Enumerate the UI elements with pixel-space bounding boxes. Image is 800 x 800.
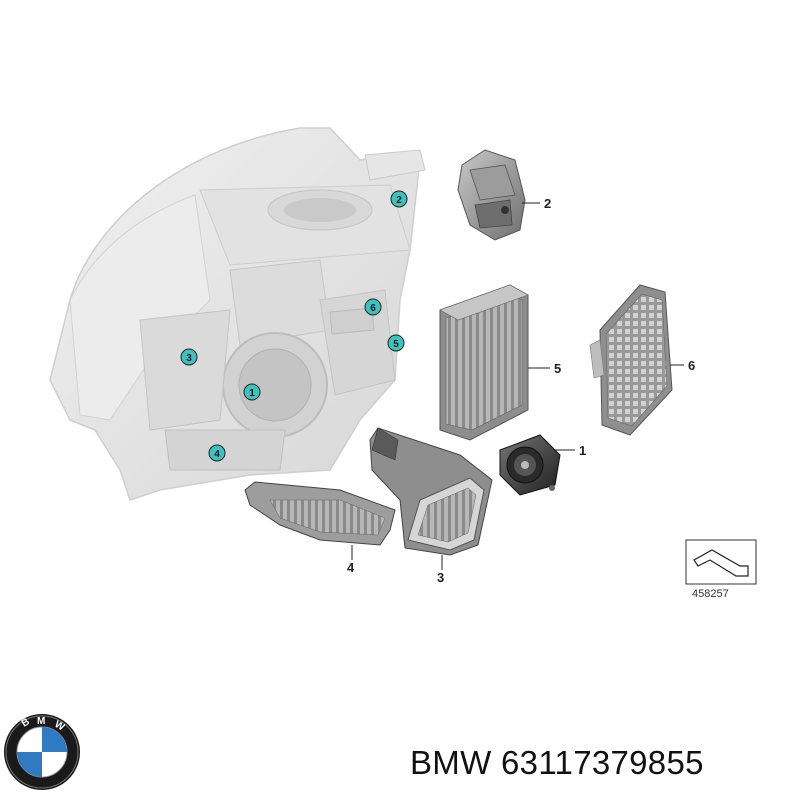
callout-6: 6 (688, 358, 695, 373)
part-4-air-guide (244, 481, 396, 546)
leader-lines (351, 202, 684, 570)
badge-1-label: 1 (249, 388, 255, 399)
badge-2-label: 2 (396, 195, 402, 206)
callout-1: 1 (579, 443, 586, 458)
svg-text:M: M (37, 716, 45, 727)
part-6-ballast (589, 284, 673, 436)
reference-number: 458257 (692, 588, 729, 600)
badge-1: 1 (243, 383, 261, 401)
bmw-roundel-icon: B M W (4, 714, 80, 790)
arrow-key-icon (693, 549, 749, 577)
callout-2: 2 (544, 196, 551, 211)
badge-6: 6 (364, 298, 382, 316)
badge-4-label: 4 (214, 449, 220, 460)
part-5-control-module (439, 284, 529, 441)
badge-3-label: 3 (186, 353, 192, 364)
badge-5: 5 (387, 334, 405, 352)
headlight-housing (49, 127, 426, 501)
badge-3: 3 (180, 348, 198, 366)
callout-4: 4 (347, 560, 355, 575)
part-1-fan (499, 434, 561, 496)
badge-5-label: 5 (393, 339, 399, 350)
reference-box: 458257 (685, 539, 757, 600)
badge-6-label: 6 (370, 303, 376, 314)
part-2-actuator (457, 149, 526, 241)
badge-4: 4 (208, 444, 226, 462)
badge-2: 2 (390, 190, 408, 208)
svg-text:B: B (20, 716, 32, 729)
callout-3: 3 (437, 570, 444, 585)
callout-numbers: 2 5 6 1 4 3 (347, 196, 695, 585)
caption-brand: BMW (410, 744, 492, 781)
part-3-air-duct (369, 427, 493, 556)
callout-5: 5 (554, 361, 561, 376)
position-badges: 2 6 5 3 1 4 (180, 190, 408, 462)
caption-part-number: 63117379855 (501, 744, 704, 781)
part-caption: BMW 63117379855 (410, 738, 795, 788)
